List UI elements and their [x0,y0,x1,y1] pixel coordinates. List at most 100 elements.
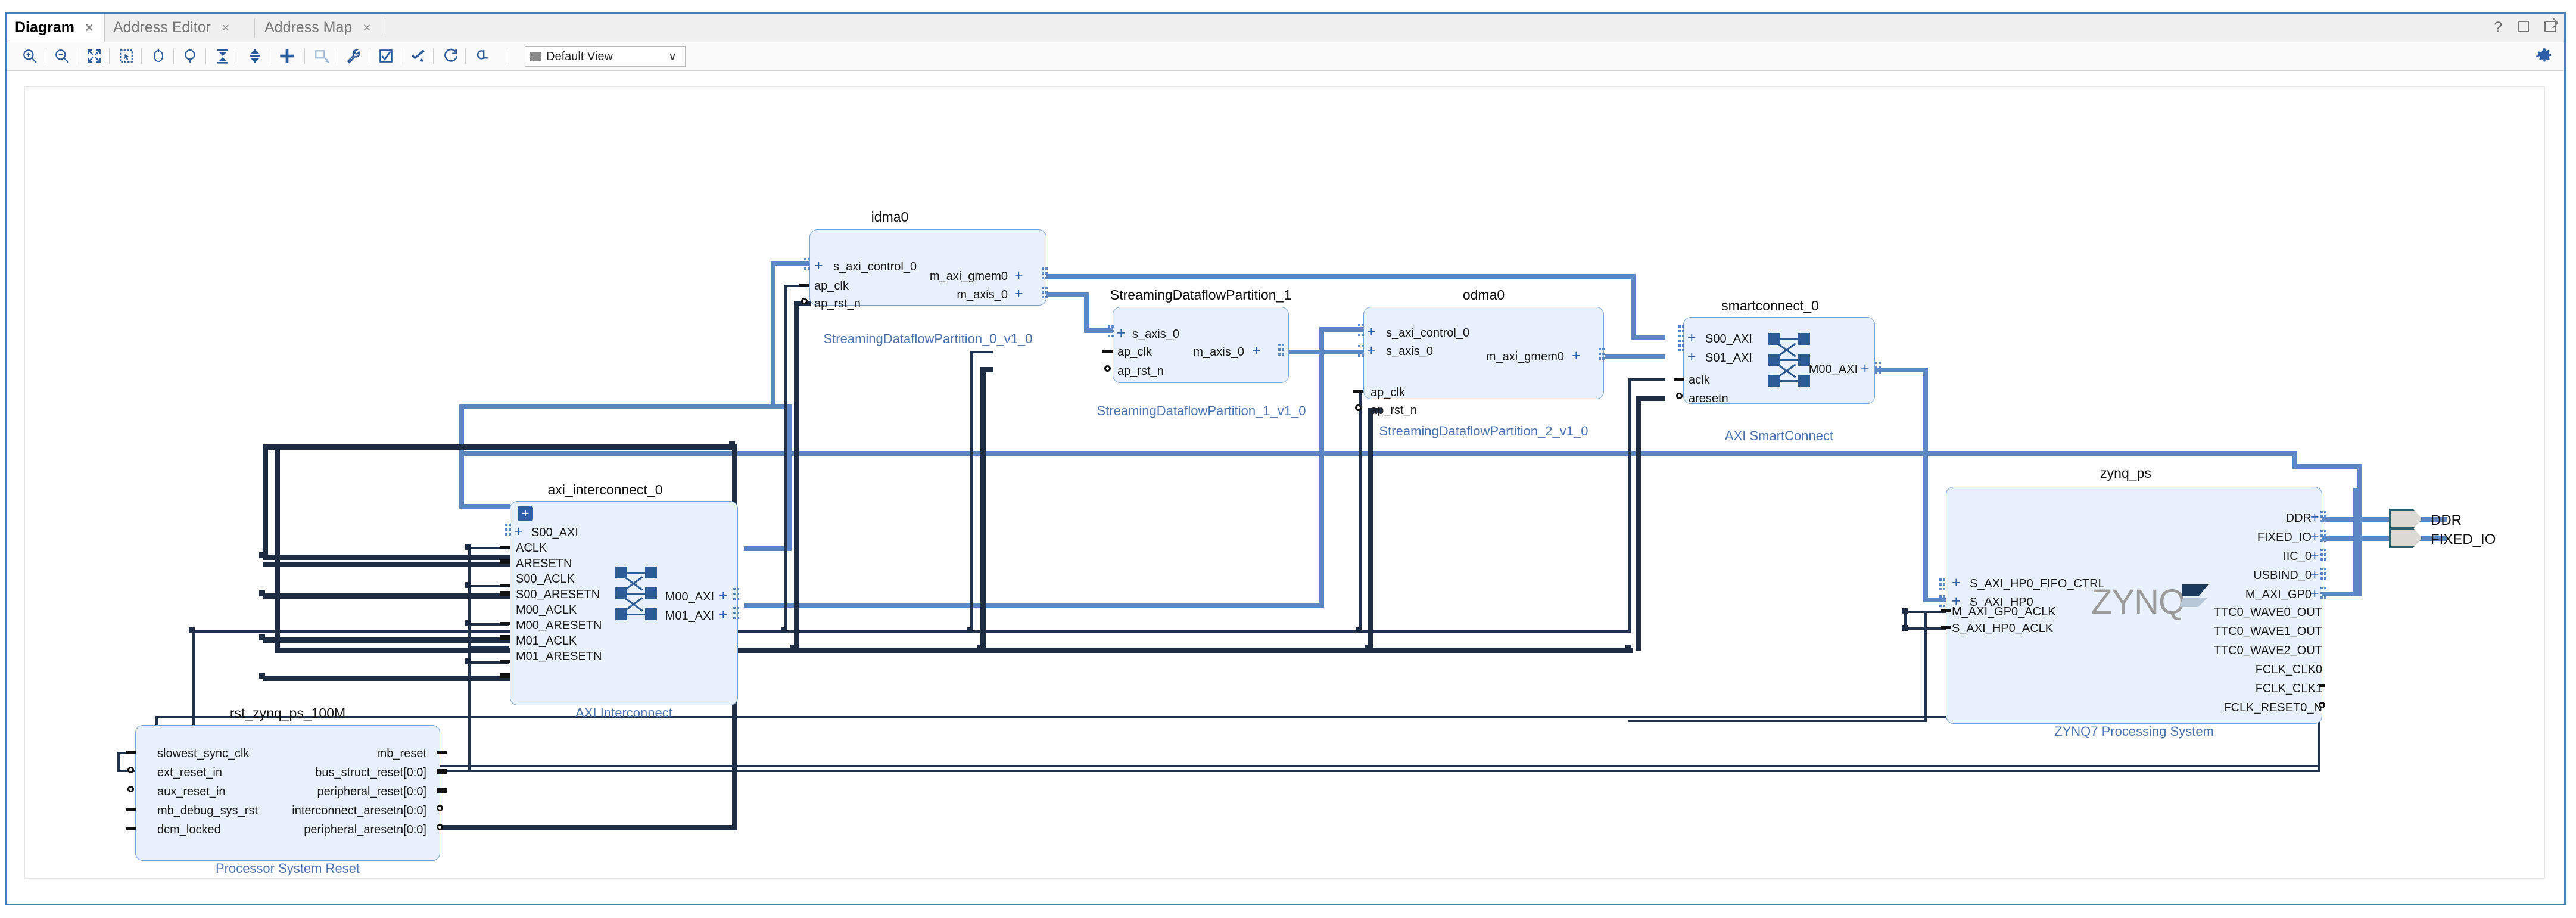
block-zynq-ps[interactable] [1946,487,2322,724]
bus-expand-icon[interactable]: + [1367,342,1376,359]
run-connection-automation-icon[interactable] [344,46,364,66]
pin-interconnect-m00-aresetn[interactable]: M00_ARESETN [516,619,602,632]
pin-rst-peripheral-aresetn[interactable]: peripheral_aresetn[0:0] [304,823,426,836]
add-ip-icon[interactable] [277,46,297,66]
search-icon[interactable] [180,46,201,66]
pin-odma0-ap-rst-n[interactable]: ap_rst_n [1370,404,1417,417]
validate-design-icon[interactable] [376,46,396,66]
bus-expand-icon[interactable]: + [1952,593,1961,609]
pin-odma0-s-axi-control-0[interactable]: s_axi_control_0 [1386,326,1470,340]
tab-address-editor[interactable]: Address Editor × [105,14,254,42]
pin-rst-aux-reset-in[interactable]: aux_reset_in [157,785,226,798]
bus-expand-icon[interactable]: + [1252,343,1261,359]
bus-expand-icon[interactable]: + [2310,528,2319,544]
pin-interconnect-s00-aclk[interactable]: S00_ACLK [516,572,575,586]
block-idma0[interactable] [809,229,1046,306]
pin-idma0-ap-rst-n[interactable]: ap_rst_n [814,297,861,310]
block-axi-interconnect-0[interactable] [510,501,738,705]
zoom-out-icon[interactable] [52,46,72,66]
pin-zynq-fclk-clk1[interactable]: FCLK_CLK1 [2255,682,2322,695]
gear-icon[interactable] [2535,48,2553,66]
zoom-area-icon[interactable] [116,46,136,66]
bus-expand-icon[interactable]: + [2310,566,2319,583]
pin-zynq-s-axi-hp0[interactable]: S_AXI_HP0 [1970,596,2033,609]
pin-interconnect-m00-axi[interactable]: M00_AXI [665,590,714,603]
maximize-icon[interactable] [2518,20,2529,35]
pin-interconnect-s00-axi[interactable]: S00_AXI [531,526,578,539]
bus-expand-icon[interactable]: + [1861,360,1870,376]
pin-interconnect-m01-axi[interactable]: M01_AXI [665,609,714,623]
bus-expand-icon[interactable]: + [2310,547,2319,564]
pin-zynq-m-axi-gp0-aclk[interactable]: M_AXI_GP0_ACLK [1952,605,2056,618]
pin-zynq-s-axi-hp0-fifo-ctrl[interactable]: S_AXI_HP0_FIFO_CTRL [1970,577,2105,590]
tab-address-editor-close-icon[interactable]: × [221,20,230,35]
pin-interconnect-m01-aresetn[interactable]: M01_ARESETN [516,650,602,663]
pin-odma0-ap-clk[interactable]: ap_clk [1370,386,1405,399]
pin-idma0-s-axi-control-0[interactable]: s_axi_control_0 [833,260,917,273]
pin-rst-mb-debug-sys-rst[interactable]: mb_debug_sys_rst [157,804,258,817]
tab-diagram[interactable]: Diagram × [7,14,105,42]
pin-zynq-ddr[interactable]: DDR [2285,512,2312,525]
pin-zynq-s-axi-hp0-aclk[interactable]: S_AXI_HP0_ACLK [1952,622,2054,635]
pin-zynq-fclk-clk0[interactable]: FCLK_CLK0 [2255,663,2322,676]
pin-interconnect-m00-aclk[interactable]: M00_ACLK [516,603,577,617]
pin-idma0-m-axi-gmem0[interactable]: m_axi_gmem0 [929,270,1008,283]
bus-expand-icon[interactable]: + [514,523,523,540]
bus-expand-icon[interactable]: + [2310,509,2319,525]
help-icon[interactable]: ? [2494,19,2502,36]
pin-rst-bus-struct-reset[interactable]: bus_struct_reset[0:0] [315,766,426,779]
tab-address-map-close-icon[interactable]: × [363,20,371,35]
pin-rst-dcm-locked[interactable]: dcm_locked [157,823,221,836]
bus-expand-icon[interactable]: + [1687,329,1696,346]
bus-expand-icon[interactable]: + [1952,574,1961,591]
pin-interconnect-m01-aclk[interactable]: M01_ACLK [516,634,577,648]
expand-all-icon[interactable] [245,46,265,66]
pin-rst-slowest-sync-clk[interactable]: slowest_sync_clk [157,747,250,760]
pin-zynq-ttc0-wave2-out[interactable]: TTC0_WAVE2_OUT [2213,644,2322,657]
pin-smartconnect-s00-axi[interactable]: S00_AXI [1705,332,1752,346]
bus-expand-icon[interactable]: + [719,587,728,604]
pin-zynq-fixed-io[interactable]: FIXED_IO [2257,531,2312,544]
pin-rst-mb-reset[interactable]: mb_reset [376,747,426,760]
redo-layout-icon[interactable] [440,46,460,66]
pin-rst-interconnect-aresetn[interactable]: interconnect_aresetn[0:0] [292,804,426,817]
pin-odma0-s-axis-0[interactable]: s_axis_0 [1386,345,1433,358]
pin-zynq-fclk-reset0-n[interactable]: FCLK_RESET0_N [2223,701,2322,714]
pin-interconnect-s00-aresetn[interactable]: S00_ARESETN [516,588,600,601]
bus-expand-icon[interactable]: + [1014,267,1023,284]
block-streamingdataflowpartition-1[interactable] [1113,307,1289,383]
pin-smartconnect-aclk[interactable]: aclk [1689,374,1710,387]
zoom-fit-icon[interactable] [84,46,104,66]
tab-diagram-close-icon[interactable]: × [85,20,94,35]
pin-zynq-usbind-0[interactable]: USBIND_0 [2253,569,2312,582]
pin-zynq-iic-0[interactable]: IIC_0 [2283,550,2312,563]
pin-sdp1-ap-rst-n[interactable]: ap_rst_n [1117,365,1164,378]
pin-rst-ext-reset-in[interactable]: ext_reset_in [157,766,222,779]
view-select[interactable]: Default View ∨ [525,46,686,67]
tab-address-map[interactable]: Address Map × [256,14,384,42]
bus-expand-icon[interactable]: + [1367,323,1376,340]
block-rst-zynq-ps-100m[interactable] [135,725,440,861]
highlight-icon[interactable] [472,46,493,66]
pin-odma0-m-axi-gmem0[interactable]: m_axi_gmem0 [1485,350,1564,363]
pin-smartconnect-aresetn[interactable]: aresetn [1689,392,1728,405]
diagram-canvas[interactable]: idma0 + s_axi_control_0 ap_clk ap_rst_n … [7,71,2564,904]
pin-smartconnect-m00-axi[interactable]: M00_AXI [1808,363,1858,376]
bus-expand-icon[interactable]: + [1117,325,1126,341]
regenerate-layout-icon[interactable] [148,46,169,66]
zoom-in-icon[interactable] [20,46,40,66]
bus-expand-icon[interactable]: + [1687,348,1696,365]
bus-expand-icon[interactable]: + [1572,347,1581,364]
bus-expand-icon[interactable]: + [2310,585,2319,602]
add-module-icon[interactable] [312,46,332,66]
pin-sdp1-m-axis-0[interactable]: m_axis_0 [1193,346,1244,359]
pin-idma0-m-axis-0[interactable]: m_axis_0 [957,288,1008,301]
expand-block-icon[interactable]: + [518,506,533,521]
pin-sdp1-ap-clk[interactable]: ap_clk [1117,346,1152,359]
pin-zynq-ttc0-wave0-out[interactable]: TTC0_WAVE0_OUT [2213,606,2322,619]
pin-zynq-m-axi-gp0[interactable]: M_AXI_GP0 [2245,588,2312,601]
pin-rst-peripheral-reset[interactable]: peripheral_reset[0:0] [317,785,426,798]
pin-zynq-ttc0-wave1-out[interactable]: TTC0_WAVE1_OUT [2213,625,2322,638]
pin-smartconnect-s01-axi[interactable]: S01_AXI [1705,351,1752,365]
bus-expand-icon[interactable]: + [1014,285,1023,302]
